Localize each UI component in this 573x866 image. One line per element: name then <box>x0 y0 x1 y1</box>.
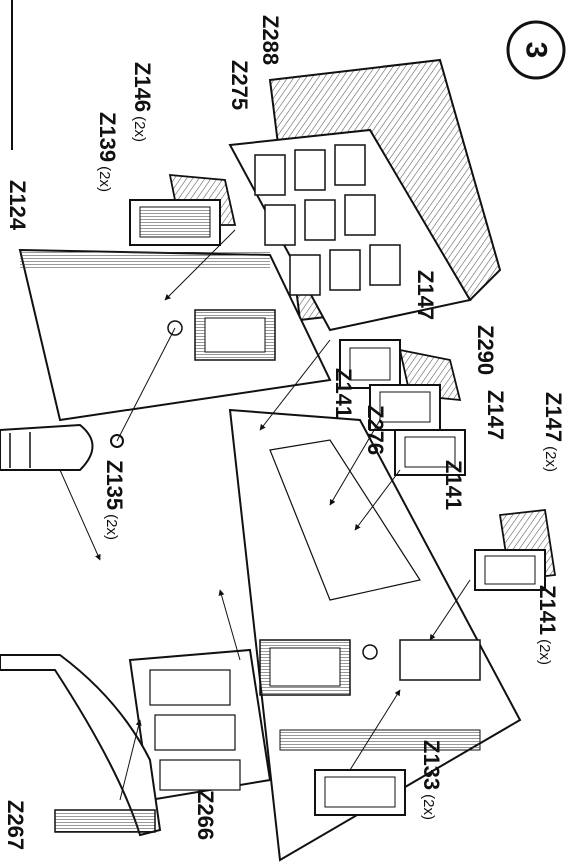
part-z135-knob <box>110 327 176 448</box>
part-z266-strip <box>128 648 272 802</box>
part-z141-window-b <box>394 429 466 476</box>
label-z276: Z276 <box>363 405 388 455</box>
part-labels: Z288 Z275 Z146(2x) Z139(2x) Z124 Z147 Z2… <box>3 15 566 850</box>
part-z267-arch <box>0 654 162 837</box>
step-number: 3 <box>520 42 553 59</box>
label-z147-a: Z147 <box>413 270 438 320</box>
label-z275: Z275 <box>227 60 252 110</box>
label-z266: Z266 <box>193 790 218 840</box>
label-z141-c: Z141(2x) <box>535 585 560 665</box>
part-z141-window-right <box>474 549 546 591</box>
part-z141-window-a <box>369 384 441 431</box>
part-z139-window <box>129 199 221 246</box>
label-z133: Z133(2x) <box>419 740 444 820</box>
part-z147-window-a <box>339 339 401 389</box>
part-z275-wall <box>228 128 472 332</box>
part-z133-window <box>314 769 406 816</box>
label-z135: Z135(2x) <box>102 460 127 540</box>
label-z141-b: Z141 <box>441 460 466 510</box>
label-z147-b: Z147 <box>483 390 508 440</box>
assembly-arrows <box>59 229 471 801</box>
part-z124-wall <box>18 248 332 422</box>
label-z139: Z139(2x) <box>95 112 120 192</box>
label-z141-a: Z141 <box>331 368 356 418</box>
label-z267: Z267 <box>3 800 28 850</box>
step-badge: 3 <box>506 20 566 80</box>
label-z290: Z290 <box>473 325 498 375</box>
label-z146: Z146(2x) <box>130 62 155 142</box>
label-z288: Z288 <box>258 15 283 65</box>
part-arched-door <box>0 423 94 471</box>
label-z147-c: Z147(2x) <box>541 392 566 472</box>
part-z276-gable-wall <box>228 408 522 862</box>
label-z124: Z124 <box>5 180 30 231</box>
